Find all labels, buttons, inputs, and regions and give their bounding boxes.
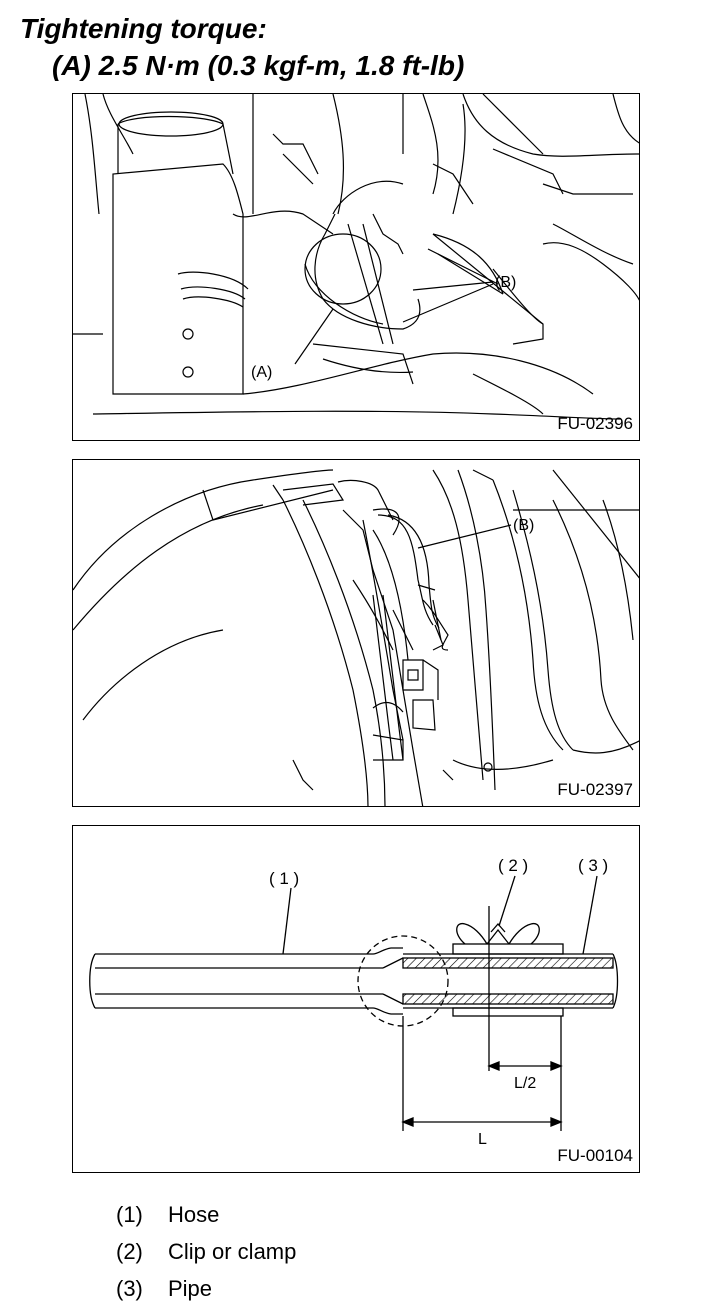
callout-3: ( 3 ) bbox=[578, 856, 608, 875]
callout-b-fig2: (B) bbox=[513, 517, 534, 534]
figure-code-2: FU-02397 bbox=[557, 780, 633, 799]
legend-number: (2) bbox=[116, 1239, 143, 1264]
callout-1: ( 1 ) bbox=[269, 869, 299, 888]
figure-code-3: FU-00104 bbox=[557, 1146, 633, 1165]
legend-number: (3) bbox=[116, 1276, 143, 1301]
legend-number: (1) bbox=[116, 1202, 143, 1227]
legend-text: Pipe bbox=[168, 1276, 213, 1301]
dimension-full-label: L bbox=[478, 1131, 487, 1148]
figure-hose-clamp-position: ( 1 ) ( 2 ) ( 3 ) L/2 L FU-00104 bbox=[72, 825, 640, 1173]
illustration-hose-routing: (B) bbox=[73, 469, 639, 806]
illustration-engine-bay: (A) (B) bbox=[73, 94, 639, 420]
dimension-half-label: L/2 bbox=[514, 1075, 536, 1092]
heading-line-2: (A) 2.5 N·m (0.3 kgf-m, 1.8 ft-lb) bbox=[52, 50, 465, 81]
illustration-hose-clamp-diagram: ( 1 ) ( 2 ) ( 3 ) L/2 L bbox=[89, 856, 619, 1148]
legend-item-hose: (1) Hose bbox=[116, 1202, 219, 1228]
legend-item-clip: (2) Clip or clamp bbox=[116, 1239, 296, 1265]
callout-2: ( 2 ) bbox=[498, 856, 528, 875]
legend-text: Clip or clamp bbox=[168, 1239, 297, 1264]
callout-b-fig1: (B) bbox=[495, 274, 516, 291]
legend-text: Hose bbox=[168, 1202, 220, 1227]
legend-item-pipe: (3) Pipe bbox=[116, 1276, 212, 1302]
figure-fuel-hose-routing: (B) FU-02397 bbox=[72, 459, 640, 807]
figure-hose-clamp-engine: (A) (B) FU-02396 bbox=[72, 93, 640, 441]
figure-code-1: FU-02396 bbox=[557, 414, 633, 433]
callout-a-fig1: (A) bbox=[251, 364, 272, 381]
heading-line-1: Tightening torque: bbox=[20, 13, 267, 44]
